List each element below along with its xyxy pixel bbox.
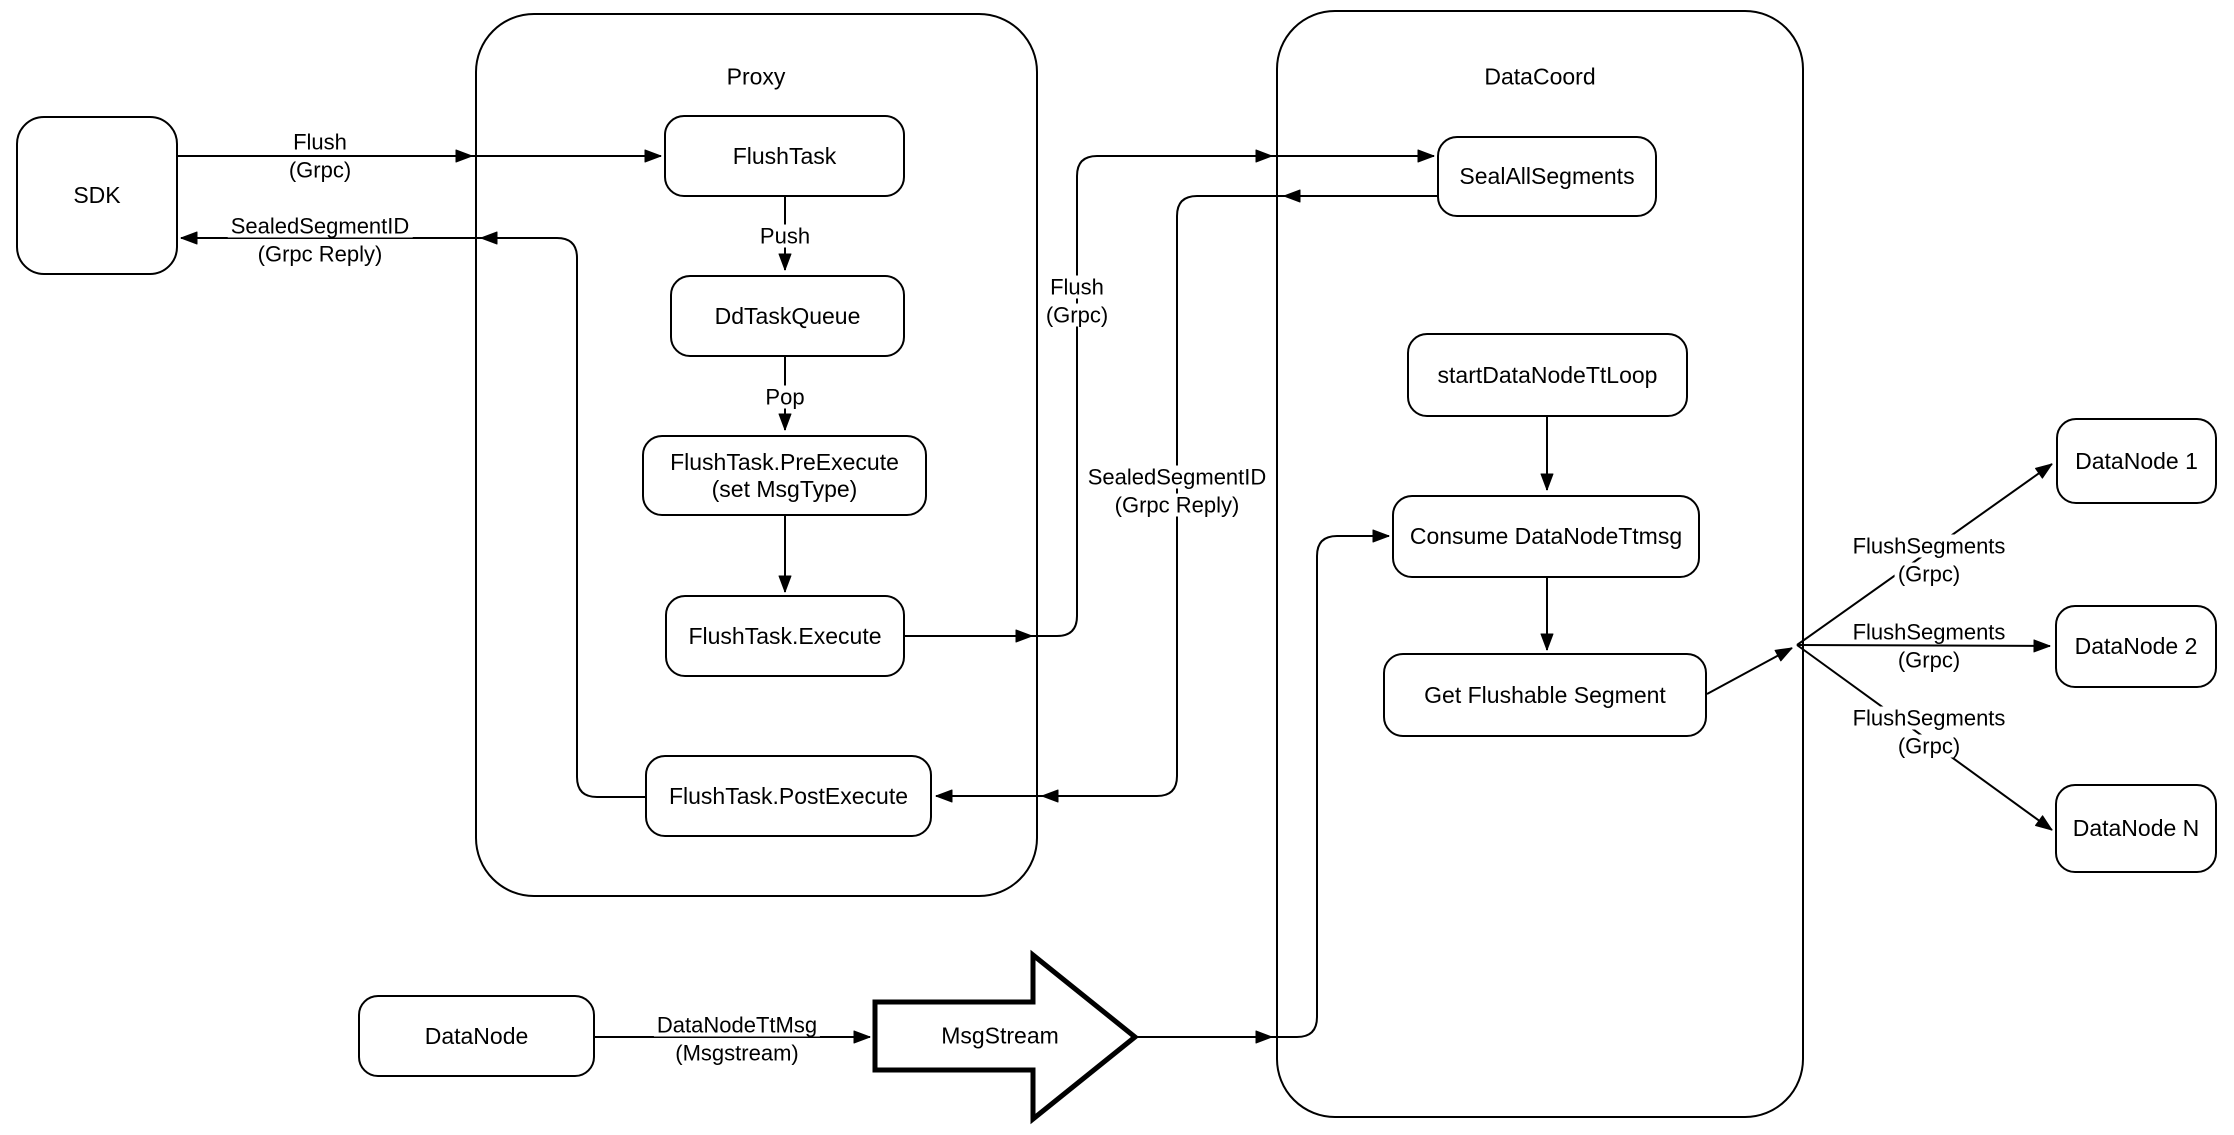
edge-label-flush-grpc-sdk: Flush (Grpc) (285, 130, 355, 182)
msgstream-block-arrow (872, 949, 1139, 1125)
edge-label-flush-segments-2: FlushSegments (Grpc) (1849, 620, 2009, 672)
node-data-node-1: DataNode 1 (2056, 418, 2217, 504)
edge-label-flush-segments-1: FlushSegments (Grpc) (1849, 534, 2009, 586)
edge-label-sealed-segment-id-mid: SealedSegmentID (Grpc Reply) (1084, 465, 1270, 517)
node-flush-task-execute: FlushTask.Execute (665, 595, 905, 677)
edge-msgstream-to-consume (1135, 529, 1390, 1038)
node-flush-task-pre-execute-line2: (set MsgType) (711, 475, 858, 502)
node-flush-task-post-execute: FlushTask.PostExecute (645, 755, 932, 837)
node-data-node: DataNode (358, 995, 595, 1077)
edge-label-pop: Pop (762, 385, 808, 409)
edge-fan-to-datanode2 (1796, 639, 2051, 653)
node-flush-task-pre-execute: FlushTask.PreExecute (set MsgType) (642, 435, 927, 516)
edge-label-datanode-ttmsg: DataNodeTtMsg (Msgstream) (653, 1013, 821, 1065)
node-start-data-node-tt-loop: startDataNodeTtLoop (1407, 333, 1688, 417)
edge-label-flush-segments-3: FlushSegments (Grpc) (1849, 706, 2009, 758)
edge-label-sealed-segment-id-sdk: SealedSegmentID (Grpc Reply) (227, 214, 413, 266)
node-data-node-2: DataNode 2 (2055, 605, 2217, 688)
node-consume-data-node-ttmsg: Consume DataNodeTtmsg (1392, 495, 1700, 578)
node-flush-task-pre-execute-line1: FlushTask.PreExecute (670, 448, 899, 475)
node-get-flushable-segment: Get Flushable Segment (1383, 653, 1707, 737)
node-data-node-n: DataNode N (2055, 784, 2217, 873)
datacoord-container-label: DataCoord (1484, 63, 1596, 90)
edge-getflushable-to-fan (1706, 647, 1793, 695)
edge-execute-to-sealallsegments (905, 149, 1435, 637)
edge-label-flush-grpc-mid: Flush (Grpc) (1042, 275, 1112, 327)
edge-postexecute-to-sdk (180, 231, 645, 798)
node-dd-task-queue: DdTaskQueue (670, 275, 905, 357)
node-flush-task: FlushTask (664, 115, 905, 197)
edge-label-push: Push (756, 224, 814, 248)
node-seal-all-segments: SealAllSegments (1437, 136, 1657, 217)
msgstream-label: MsgStream (941, 1022, 1059, 1049)
node-sdk: SDK (16, 116, 178, 275)
proxy-container-label: Proxy (726, 63, 786, 90)
